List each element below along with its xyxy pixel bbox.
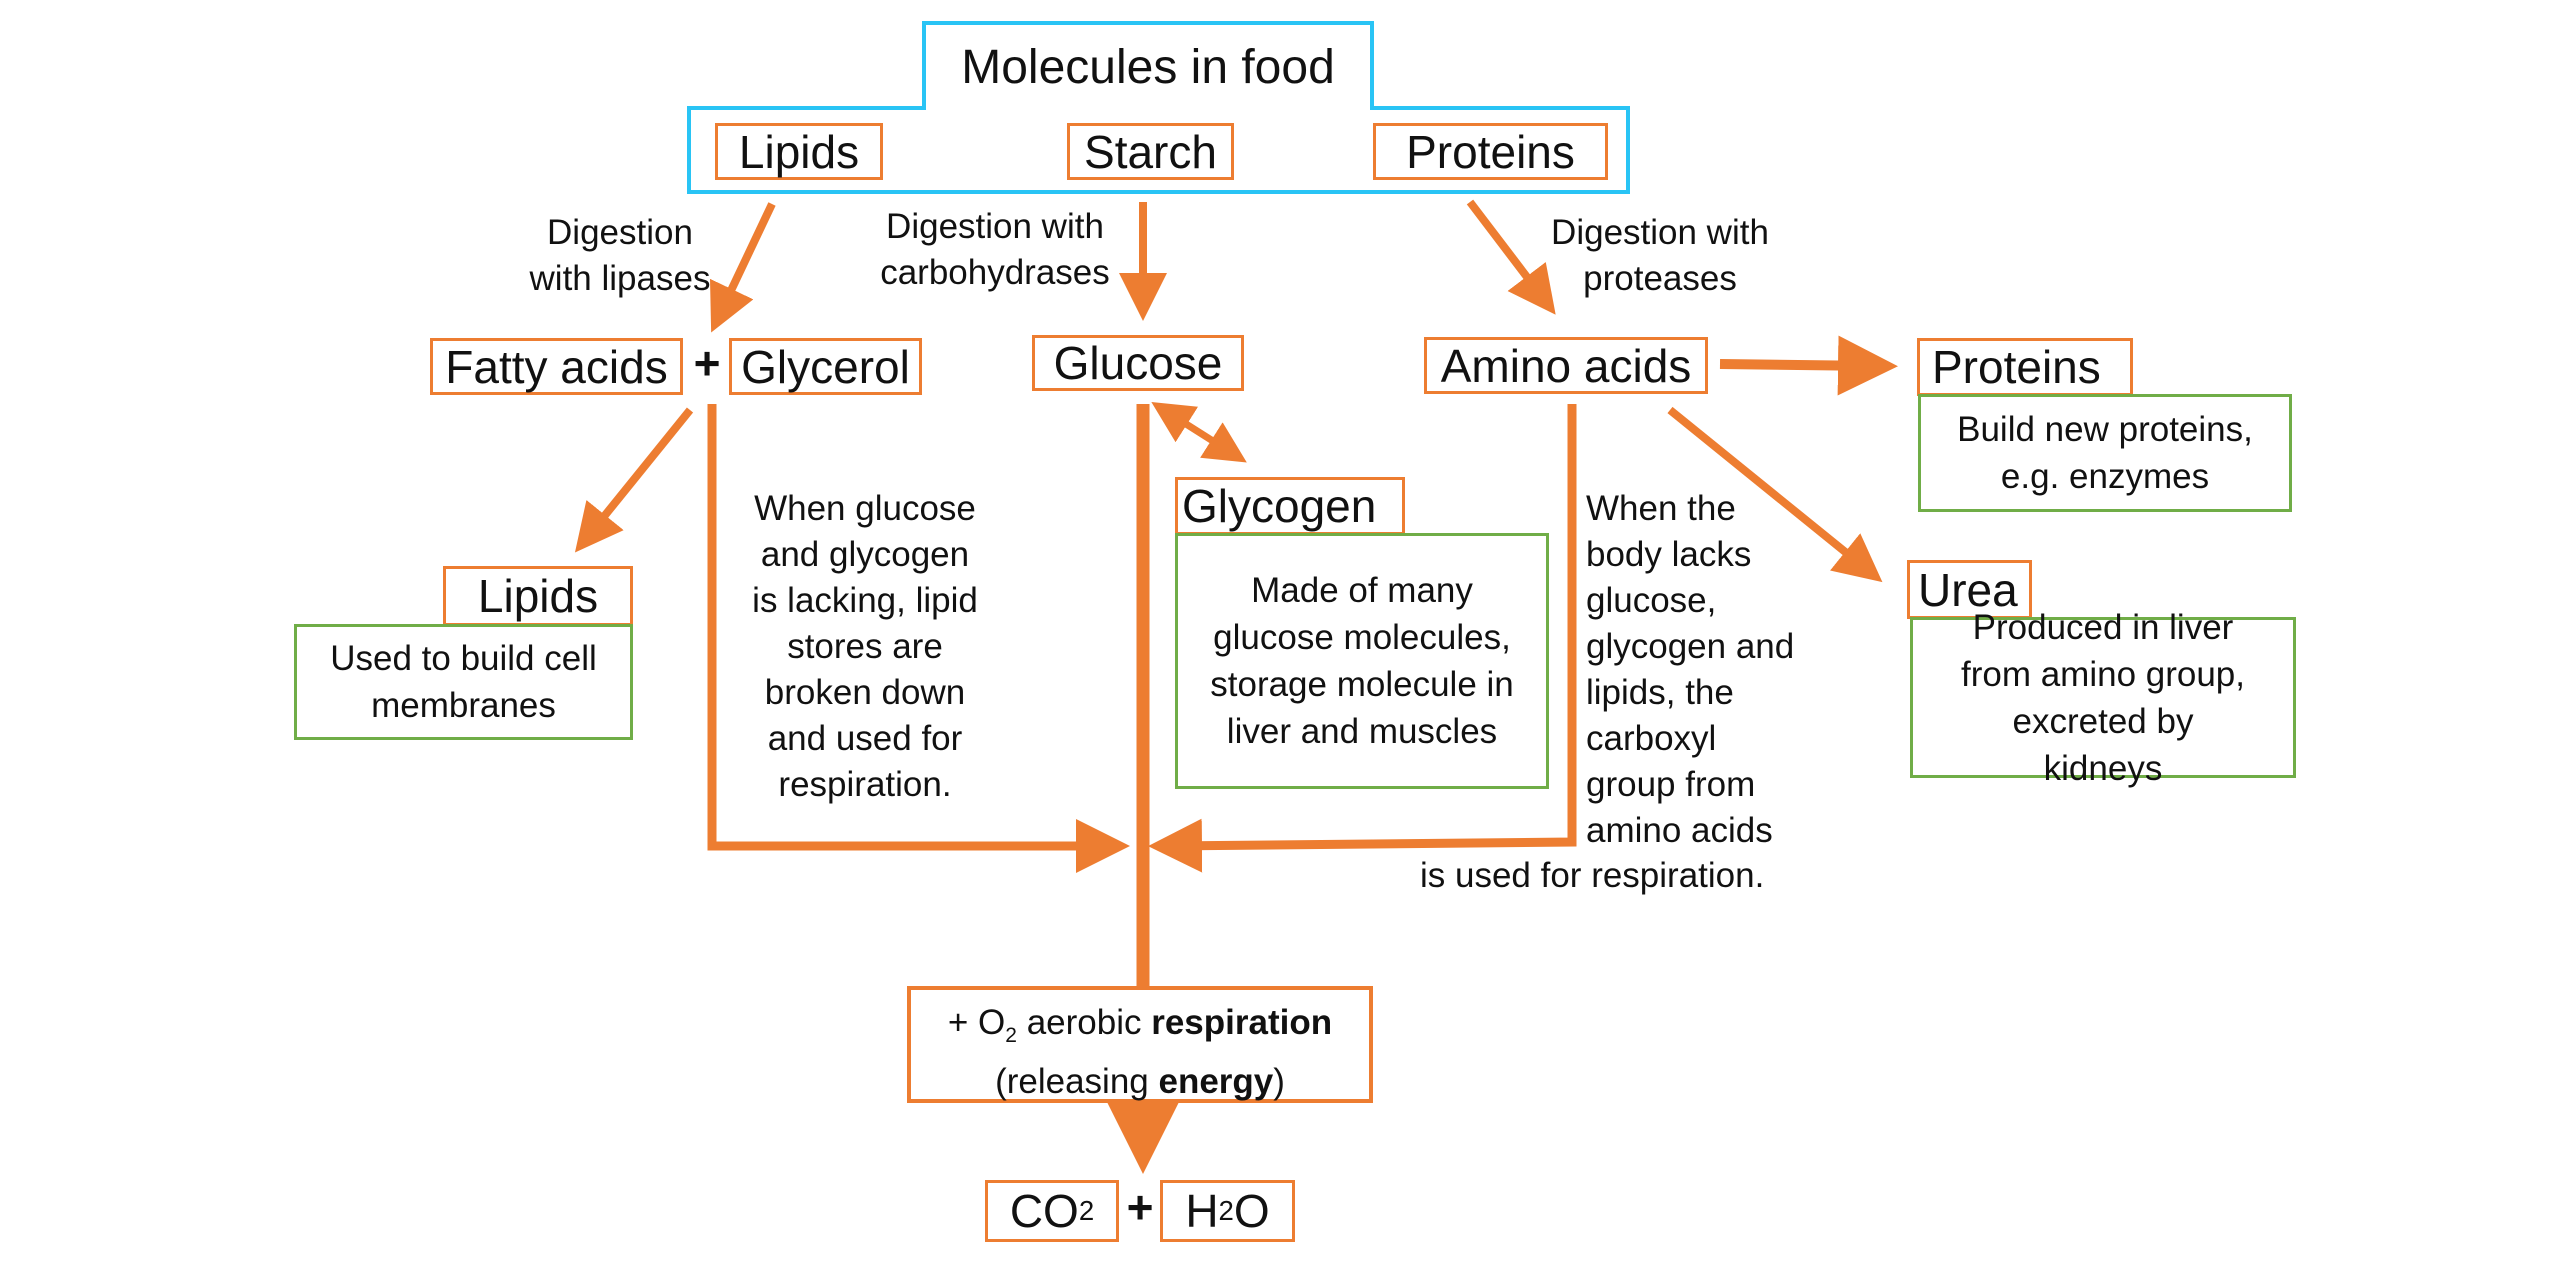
arrow-lipids-to-fatty-acids: [710, 202, 776, 333]
note-amino-respiration: When the body lacks glucose, glycogen an…: [1586, 489, 1795, 850]
note-amino-respiration-tail: is used for respiration.: [1420, 856, 1765, 895]
box-lipids: Lipids: [715, 123, 883, 180]
diagram-title: Molecules in food: [961, 40, 1335, 94]
respiration-line-2: (releasing energy): [995, 1062, 1285, 1101]
respiration-line-1: + O2 aerobic respiration: [947, 1003, 1333, 1047]
arrow-amino-to-urea: [1667, 406, 1883, 583]
arrow-proteins-to-amino-acids: [1466, 199, 1556, 315]
box-starch: Starch: [1067, 123, 1234, 180]
plus-outputs: +: [1126, 1181, 1154, 1233]
line-lipid-respiration: [707, 404, 1130, 873]
arrow-amino-to-proteins: [1719, 335, 1898, 396]
box-lipids-store-desc: Used to build cell membranes: [294, 624, 633, 740]
box-lipids-store-title: Lipids: [443, 566, 633, 626]
box-urea-title: Urea: [1907, 560, 2032, 619]
box-proteins: Proteins: [1373, 123, 1608, 180]
plus-sign: +: [693, 337, 721, 389]
arrow-glucose-glycogen: [1151, 402, 1247, 463]
label-digestion-proteases: Digestion with proteases: [1551, 213, 1769, 298]
box-glycogen-title: Glycogen: [1175, 477, 1405, 535]
box-glycerol: Glycerol: [729, 338, 922, 395]
food-group-outline: [687, 21, 1630, 194]
box-urea-desc: Produced in liver from amino group, excr…: [1910, 608, 2296, 788]
arrow-fatty-acids-to-lipids: [574, 407, 694, 553]
box-glucose: Glucose: [1032, 335, 1244, 391]
box-respiration: + O2 aerobic respiration (releasing ener…: [907, 986, 1373, 1103]
line-amino-respiration: [1148, 404, 1577, 873]
box-amino-acids: Amino acids: [1424, 337, 1708, 394]
note-lipid-respiration: When glucose and glycogen is lacking, li…: [752, 489, 978, 804]
box-proteins-build-title: Proteins: [1917, 338, 2133, 396]
label-digestion-carbohydrases: Digestion with carbohydrases: [880, 207, 1110, 292]
box-proteins-build-desc: Build new proteins, e.g. enzymes: [1918, 394, 2292, 512]
box-fatty-acids: Fatty acids: [430, 338, 683, 395]
box-glycogen-desc: Made of many glucose molecules, storage …: [1175, 533, 1549, 789]
label-digestion-lipases: Digestion with lipases: [529, 213, 711, 298]
